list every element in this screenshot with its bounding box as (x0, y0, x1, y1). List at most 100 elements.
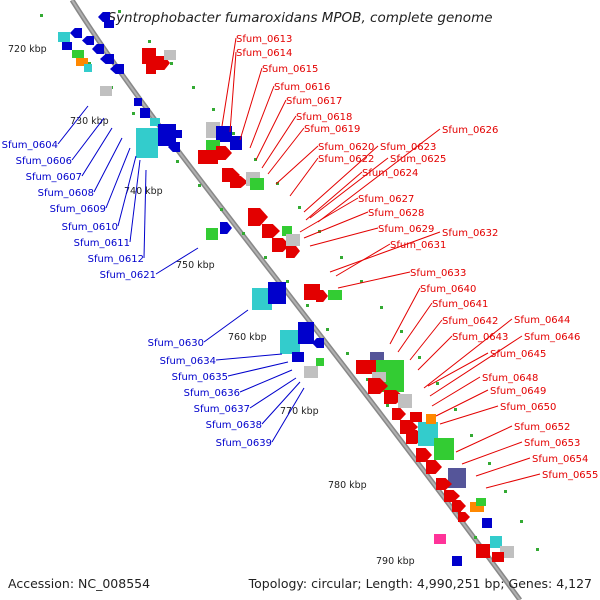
gene-label: Sfum_0654 (532, 454, 588, 465)
tick-dot (504, 490, 507, 493)
gene-label: Sfum_0644 (514, 315, 570, 326)
leader-line (337, 271, 411, 289)
gene-label: Sfum_0655 (542, 470, 598, 481)
gene-label: Sfum_0633 (410, 268, 466, 279)
gene-feature (490, 536, 502, 548)
gene-feature (76, 58, 88, 66)
scale-label: 760 kbp (228, 332, 267, 343)
gene-label: Sfum_0626 (442, 125, 498, 136)
accession-text: Accession: NC_008554 (8, 576, 151, 591)
gene-feature (312, 338, 324, 348)
gene-label: Sfum_0622 (318, 154, 374, 165)
tick-dot (386, 404, 389, 407)
gene-feature (436, 478, 452, 490)
gene-feature (158, 124, 176, 146)
tick-dot (488, 462, 491, 465)
tick-dot (118, 10, 121, 13)
gene-feature (476, 544, 490, 558)
leader-line (93, 137, 123, 193)
gene-label: Sfum_0648 (482, 373, 538, 384)
leader-line (105, 147, 131, 209)
leader-line (289, 157, 319, 197)
tick-dot (326, 328, 329, 331)
gene-feature (62, 42, 72, 50)
gene-label: Sfum_0609 (50, 204, 106, 215)
gene-feature (198, 150, 218, 164)
gene-feature (248, 208, 268, 226)
leader-line (461, 441, 523, 465)
gene-feature (72, 50, 84, 58)
tick-dot (536, 548, 539, 551)
leader-line (317, 128, 441, 223)
gene-feature (328, 290, 342, 300)
tick-dot (220, 208, 223, 211)
gene-label: Sfum_0642 (442, 316, 498, 327)
gene-label: Sfum_0612 (88, 254, 144, 265)
leader-line (117, 155, 137, 227)
gene-label: Sfum_0637 (194, 404, 250, 415)
gene-label: Sfum_0639 (216, 438, 272, 449)
gene-label: Sfum_0632 (442, 228, 498, 239)
tick-dot (254, 158, 257, 161)
gene-feature (230, 136, 242, 150)
gene-feature (426, 414, 436, 424)
leader-line (229, 51, 237, 133)
gene-feature (268, 282, 286, 304)
leader-line (431, 376, 481, 407)
tick-dot (192, 86, 195, 89)
tick-dot (276, 182, 279, 185)
gene-feature (146, 64, 156, 74)
gene-label: Sfum_0610 (62, 222, 118, 233)
leader-line (475, 457, 531, 477)
gene-label: Sfum_0643 (452, 332, 508, 343)
scale-label: 730 kbp (70, 116, 109, 127)
tick-dot (170, 62, 173, 65)
tick-dot (148, 40, 151, 43)
leader-line (71, 117, 105, 161)
scale-label: 790 kbp (376, 556, 415, 567)
tick-dot (232, 132, 235, 135)
gene-feature (136, 128, 158, 158)
gene-label: Sfum_0640 (420, 284, 476, 295)
gene-label: Sfum_0628 (368, 208, 424, 219)
leader-line (239, 369, 293, 393)
leader-line (249, 377, 297, 409)
scale-label: 720 kbp (8, 44, 47, 55)
leader-line (427, 352, 489, 387)
gene-feature (452, 556, 462, 566)
gene-label: Sfum_0613 (236, 34, 292, 45)
gene-feature (304, 366, 318, 378)
leader-line (299, 197, 359, 233)
gene-feature (476, 498, 486, 506)
tick-dot (286, 280, 289, 283)
gene-feature (298, 322, 314, 344)
tick-dot (436, 382, 439, 385)
scale-label: 770 kbp (280, 406, 319, 417)
gene-feature (286, 244, 300, 258)
gene-feature (426, 460, 442, 474)
gene-feature (206, 228, 218, 240)
gene-feature (58, 32, 70, 42)
leader-line (335, 243, 391, 277)
leader-line (271, 387, 305, 443)
gene-label: Sfum_0616 (274, 82, 330, 93)
leader-line (261, 115, 297, 169)
leader-line (81, 127, 113, 177)
gene-feature (470, 502, 484, 512)
tick-dot (366, 378, 369, 381)
gene-label: Sfum_0614 (236, 48, 292, 59)
gene-feature (416, 448, 432, 462)
gene-feature (252, 288, 272, 310)
gene-label: Sfum_0624 (362, 168, 418, 179)
leader-line (455, 425, 513, 453)
gene-feature (174, 130, 182, 138)
tick-dot (470, 434, 473, 437)
gene-label: Sfum_0607 (26, 172, 82, 183)
gene-label: Sfum_0608 (38, 188, 94, 199)
gene-feature (216, 126, 232, 142)
leader-line (203, 309, 249, 343)
leader-line (227, 361, 289, 377)
gene-feature (458, 512, 470, 522)
